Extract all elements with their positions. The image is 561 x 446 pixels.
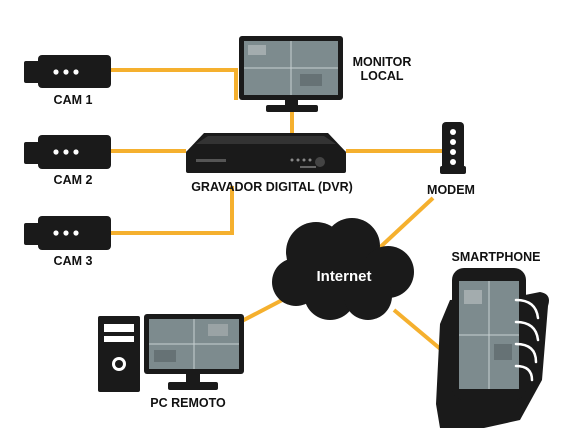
- monitor-local-label-line1: MONITOR: [344, 55, 420, 69]
- camera-3-icon: [24, 216, 111, 250]
- modem-icon: [440, 122, 466, 174]
- link-modem-internet: [375, 198, 433, 252]
- dvr-icon: [186, 133, 346, 173]
- modem-label: MODEM: [418, 183, 484, 197]
- camera-2-icon: [24, 135, 111, 169]
- internet-label: Internet: [304, 268, 384, 285]
- cam1-label: CAM 1: [40, 93, 106, 107]
- smartphone-icon: [436, 268, 549, 428]
- camera-1-icon: [24, 55, 111, 88]
- smartphone-label: SMARTPHONE: [440, 250, 552, 264]
- pc-remoto-label: PC REMOTO: [130, 396, 246, 410]
- dvr-label: GRAVADOR DIGITAL (DVR): [176, 180, 368, 194]
- link-internet-pc: [240, 297, 288, 322]
- monitor-local-label: MONITOR LOCAL: [344, 55, 420, 83]
- link-cam1-monitor: [110, 70, 236, 100]
- remote-pc-icon: [98, 314, 244, 392]
- monitor-local-label-line2: LOCAL: [344, 69, 420, 83]
- connections: [110, 70, 450, 357]
- cam2-label: CAM 2: [40, 173, 106, 187]
- cam3-label: CAM 3: [40, 254, 106, 268]
- local-monitor-icon: [239, 36, 343, 112]
